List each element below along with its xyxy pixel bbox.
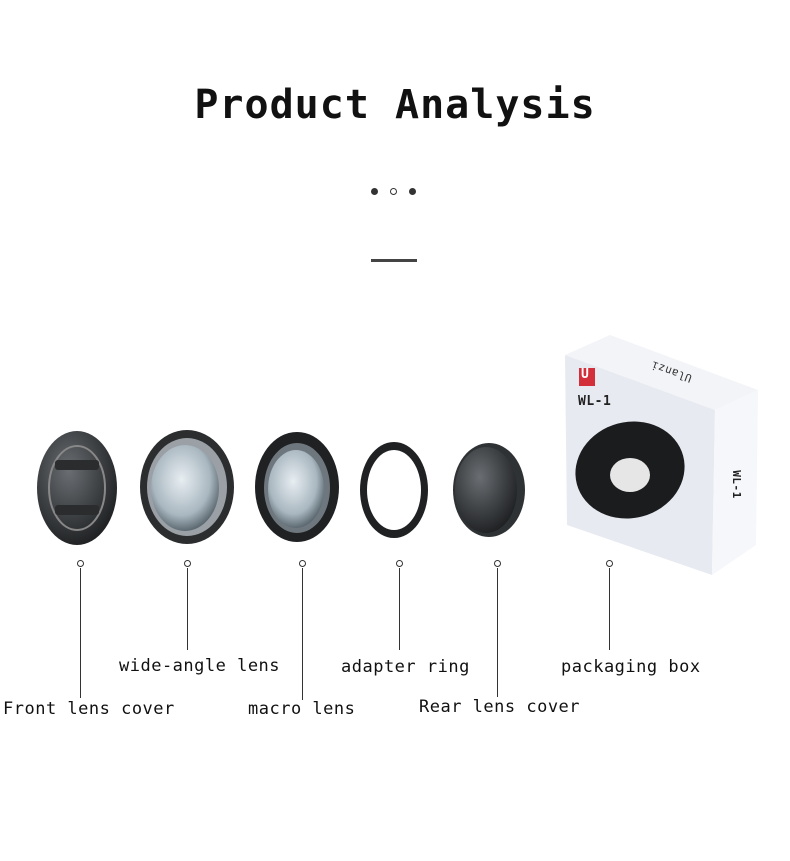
label-front-lens-cover: Front lens cover	[3, 699, 175, 719]
callout-line	[497, 568, 499, 697]
callout-line	[609, 568, 611, 650]
macro-lens-image	[255, 432, 339, 542]
box-model: WL-1	[578, 394, 612, 409]
callout-dot	[606, 560, 613, 567]
box-logo: U	[581, 367, 590, 382]
page-title: Product Analysis	[194, 82, 596, 128]
label-adapter-ring: adapter ring	[341, 657, 470, 677]
rear-lens-cover-image	[453, 443, 525, 537]
wide-angle-lens-image	[140, 430, 234, 544]
callout-line	[399, 568, 401, 650]
decor-dot	[409, 188, 416, 195]
callout-line	[302, 568, 304, 700]
front-lens-cover-image	[37, 431, 117, 545]
decor-dot	[371, 188, 378, 195]
callout-dot	[77, 560, 84, 567]
decor-dot-hollow	[390, 188, 397, 195]
divider	[371, 259, 417, 262]
callout-line	[187, 568, 189, 650]
callout-dot	[396, 560, 403, 567]
label-packaging-box: packaging box	[561, 657, 701, 677]
callout-dot	[494, 560, 501, 567]
adapter-ring-image	[360, 442, 428, 538]
callout-line	[80, 568, 82, 698]
label-rear-lens-cover: Rear lens cover	[419, 697, 581, 717]
label-macro-lens: macro lens	[248, 699, 356, 719]
packaging-box-image	[565, 335, 758, 575]
callout-dot	[184, 560, 191, 567]
box-side-model: WL-1	[729, 470, 743, 499]
label-wide-angle-lens: wide-angle lens	[119, 656, 281, 676]
callout-dot	[299, 560, 306, 567]
